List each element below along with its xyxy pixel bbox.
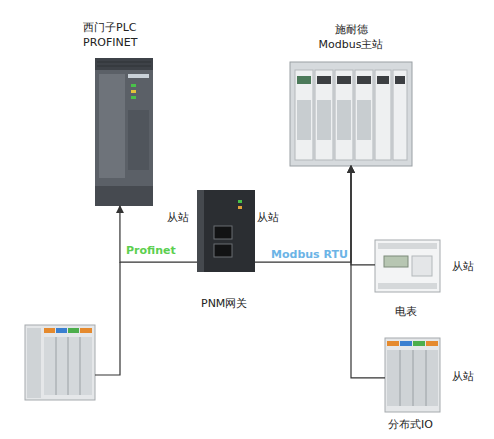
device-label: 从站: [257, 210, 285, 225]
gateway-illustration: [197, 190, 255, 272]
electric-meter: 从站电表: [375, 240, 440, 292]
device-label: 施耐德 Modbus主站: [312, 22, 390, 52]
device-label: 从站: [167, 210, 195, 225]
bus-connector: [351, 166, 375, 265]
device-label: 从站: [452, 259, 482, 274]
device-label: 电表: [395, 304, 425, 319]
device-label: 分布式IO: [388, 417, 448, 432]
bus-label: Modbus RTU: [271, 248, 348, 261]
siemens-plc: 西门子PLC PROFINET: [95, 58, 153, 206]
profinet-wire: [95, 262, 120, 375]
pnm-gateway: 从站从站PNM网关: [197, 190, 255, 272]
device-label: 西门子PLC PROFINET: [83, 20, 155, 50]
device-label: 从站: [452, 369, 482, 384]
bus-connector: [351, 166, 385, 378]
meter-illustration: [375, 240, 440, 292]
distributed-io: 从站分布式IO: [385, 338, 440, 412]
profinet-io-illustration: [25, 325, 95, 400]
siemens-plc-illustration: [95, 58, 153, 206]
device-label: PNM网关: [201, 296, 261, 311]
schneider-plc: 施耐德 Modbus主站: [290, 62, 412, 166]
distributed-io-illustration: [385, 338, 440, 412]
bus-connector: [255, 166, 351, 262]
bus-connector: [120, 206, 197, 262]
schneider-plc-illustration: [290, 62, 412, 166]
bus-label: Profinet: [126, 244, 176, 257]
